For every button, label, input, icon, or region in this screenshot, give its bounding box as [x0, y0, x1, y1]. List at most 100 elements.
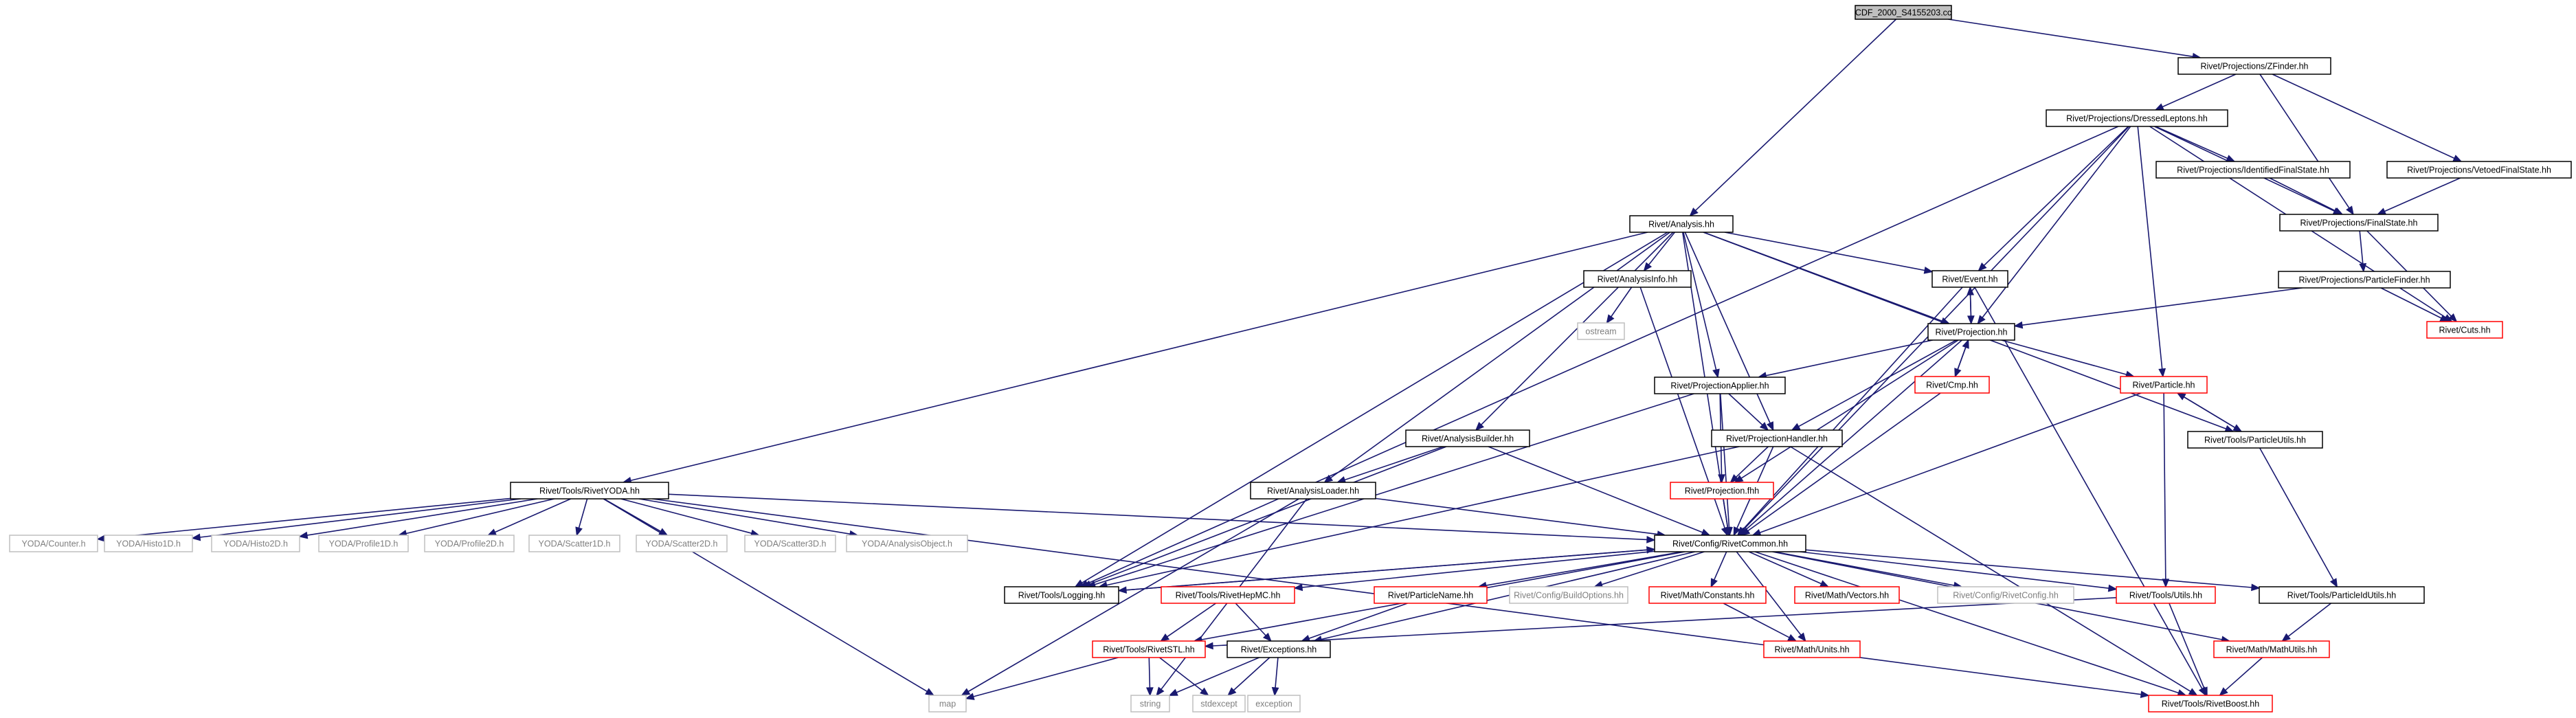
node-label: Rivet/AnalysisLoader.hh [1267, 486, 1359, 496]
node-hepmc[interactable]: Rivet/Tools/RivetHepMC.hh [1161, 586, 1295, 604]
arrow-head-icon [1160, 633, 1170, 642]
node-projapplier[interactable]: Rivet/ProjectionApplier.hh [1654, 377, 1786, 394]
node-zfinder[interactable]: Rivet/Projections/ZFinder.hh [2177, 57, 2331, 75]
node-box [2213, 640, 2330, 658]
node-box [2046, 109, 2228, 127]
edge-line [630, 232, 1648, 482]
arrow-head-icon [1712, 368, 1720, 379]
node-analysisinfo[interactable]: Rivet/AnalysisInfo.hh [1583, 270, 1692, 288]
node-box [1927, 323, 2015, 341]
edge-line [967, 498, 1299, 693]
edge-line [1724, 232, 1925, 271]
node-munits[interactable]: Rivet/Math/Units.hh [1763, 640, 1861, 658]
node-root[interactable]: CDF_2000_S4155203.cc [1855, 5, 1952, 20]
edge-common-to-pidutils [1805, 549, 2261, 592]
node-rivetyoda[interactable]: Rivet/Tools/RivetYODA.hh [510, 482, 669, 500]
node-pidutils[interactable]: Rivet/Tools/ParticleIdUtils.hh [2259, 586, 2425, 604]
node-boost[interactable]: Rivet/Tools/RivetBoost.hh [2148, 695, 2273, 713]
node-box [1130, 695, 1170, 713]
arrow-head-icon [965, 693, 975, 700]
edge-line [668, 493, 1648, 541]
edge-aloader-to-common [1375, 497, 1666, 538]
node-box [1914, 376, 1990, 394]
arrow-head-icon [1643, 262, 1653, 272]
node-particle[interactable]: Rivet/Particle.hh [2120, 376, 2208, 394]
edge-line [620, 498, 752, 534]
node-box [1374, 586, 1488, 604]
edge-line [1723, 603, 1790, 638]
node-mathutils[interactable]: Rivet/Math/MathUtils.hh [2213, 640, 2330, 658]
arrow-head-icon [1759, 422, 1769, 431]
edge-line [2163, 392, 2166, 580]
node-box [2120, 376, 2208, 394]
node-box [1583, 270, 1692, 288]
edge-line [1745, 339, 1962, 531]
edge-rivetstl-to-string [1145, 657, 1154, 697]
node-common[interactable]: Rivet/Config/RivetCommon.hh [1654, 535, 1806, 552]
node-box [211, 535, 300, 552]
edge-root-to-zfinder [1948, 19, 2202, 60]
node-label: Rivet/Analysis.hh [1648, 220, 1714, 229]
node-projfhh[interactable]: Rivet/Projection.fhh [1670, 482, 1774, 500]
node-partutils[interactable]: Rivet/Tools/ParticleUtils.hh [2187, 431, 2323, 449]
arrow-head-icon [2452, 155, 2463, 162]
node-event[interactable]: Rivet/Event.hh [1931, 270, 2008, 288]
edge-line [1790, 446, 2191, 692]
node-label: Rivet/Math/MathUtils.hh [2226, 645, 2318, 655]
arrow-head-icon [2219, 687, 2228, 697]
node-analysis[interactable]: Rivet/Analysis.hh [1629, 215, 1734, 233]
edge-line [1723, 498, 1729, 528]
edge-line [1713, 551, 1727, 581]
node-vetoed[interactable]: Rivet/Projections/VetoedFinalState.hh [2386, 161, 2572, 179]
node-box [2426, 321, 2503, 339]
node-label: Rivet/Cmp.hh [1926, 381, 1978, 390]
node-label: Rivet/Math/Vectors.hh [1805, 591, 1889, 601]
edge-line [1728, 393, 1763, 426]
edge-line [1740, 339, 1959, 479]
node-label: YODA/Profile1D.h [329, 539, 399, 549]
node-idfs[interactable]: Rivet/Projections/IdentifiedFinalState.h… [2155, 161, 2351, 179]
edge-exceptions-to-exception [1271, 657, 1279, 697]
node-dressed[interactable]: Rivet/Projections/DressedLeptons.hh [2046, 109, 2228, 127]
node-aloader[interactable]: Rivet/AnalysisLoader.hh [1250, 482, 1376, 500]
node-finalstate[interactable]: Rivet/Projections/FinalState.hh [2279, 214, 2439, 232]
arrow-head-icon [1200, 687, 1209, 696]
node-box [2278, 271, 2451, 289]
node-label: Rivet/Projections/ParticleFinder.hh [2298, 276, 2430, 285]
edge-line [1148, 657, 1151, 688]
arrow-head-icon [2176, 392, 2186, 401]
edge-cmp-to-projection [1954, 339, 1969, 377]
node-mconst[interactable]: Rivet/Math/Constants.hh [1648, 586, 1767, 604]
node-box [1794, 586, 1900, 604]
edge-line [1321, 551, 1695, 640]
edge-line [1759, 392, 2142, 533]
node-label: exception [1255, 699, 1292, 709]
node-logging[interactable]: Rivet/Tools/Logging.hh [1004, 586, 1119, 604]
node-label: Rivet/Tools/ParticleIdUtils.hh [2287, 591, 2396, 601]
node-cmp[interactable]: Rivet/Cmp.hh [1914, 376, 1990, 394]
node-cuts[interactable]: Rivet/Cuts.hh [2426, 321, 2503, 339]
edge-line [2359, 230, 2364, 265]
node-exceptions[interactable]: Rivet/Exceptions.hh [1227, 640, 1331, 658]
node-label: Rivet/Config/RivetConfig.hh [1953, 591, 2059, 601]
node-box [1577, 322, 1625, 340]
node-toolsutils[interactable]: Rivet/Tools/Utils.hh [2116, 586, 2216, 604]
node-label: Rivet/Projections/FinalState.hh [2300, 218, 2418, 228]
node-label: Rivet/Tools/RivetHepMC.hh [1176, 591, 1281, 601]
arrow-head-icon [1156, 686, 1165, 697]
node-partfinder[interactable]: Rivet/Projections/ParticleFinder.hh [2278, 271, 2451, 289]
edge-projapplier-to-projhandler [1728, 393, 1769, 431]
node-projhandler[interactable]: Rivet/ProjectionHandler.hh [1711, 429, 1843, 447]
node-mvectors[interactable]: Rivet/Math/Vectors.hh [1794, 586, 1900, 604]
arrow-head-icon [1710, 578, 1718, 588]
node-layer: CDF_2000_S4155203.ccRivet/Projections/ZF… [9, 5, 2572, 713]
edge-line [1747, 392, 1941, 532]
node-pname[interactable]: Rivet/ParticleName.hh [1374, 586, 1488, 604]
edge-projection-to-event [1967, 286, 1975, 324]
edge-line [1118, 549, 1648, 592]
node-abuilder[interactable]: Rivet/AnalysisBuilder.hh [1405, 429, 1530, 447]
node-projection[interactable]: Rivet/Projection.hh [1927, 323, 2015, 341]
arrow-head-icon [1787, 633, 1797, 642]
arrow-head-icon [1271, 686, 1279, 697]
node-rivetstl[interactable]: Rivet/Tools/RivetSTL.hh [1092, 640, 1206, 658]
